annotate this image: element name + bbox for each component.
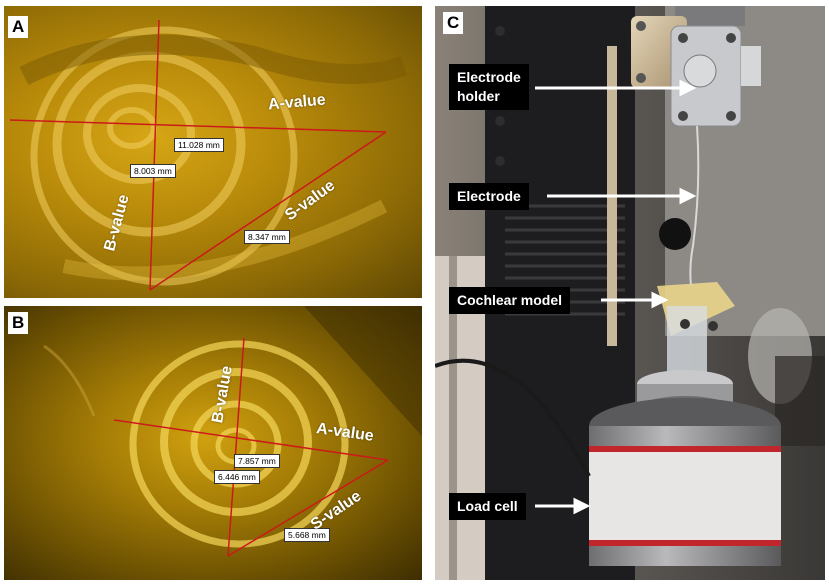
callout-load-cell: Load cell	[449, 493, 526, 520]
measurement-diagonal: 5.668 mm	[284, 528, 330, 542]
panel-a-photo: A 11.028 mm 8.003 mm 8.347 mm A-value B-…	[4, 6, 422, 298]
panel-b-letter: B	[8, 312, 29, 334]
callout-electrode-holder: Electrode holder	[449, 64, 529, 110]
measurement-vertical: 6.446 mm	[214, 470, 260, 484]
callout-cochlear-model: Cochlear model	[449, 287, 571, 314]
cochlear-top-view-b	[43, 306, 422, 557]
panel-c-photo: C Electrode holder Electrode Cochlear mo…	[435, 6, 825, 580]
measurement-vertical: 8.003 mm	[130, 164, 176, 178]
callout-electrode: Electrode	[449, 183, 529, 210]
panel-a-letter: A	[8, 16, 29, 38]
measurement-horizontal: 11.028 mm	[174, 138, 224, 152]
cochlear-top-view-a	[9, 19, 408, 291]
panel-c-letter: C	[443, 12, 464, 34]
measurement-horizontal: 7.857 mm	[234, 454, 280, 468]
panel-b-photo: B 7.857 mm 6.446 mm 5.668 mm A-value B-v…	[4, 306, 422, 580]
measurement-diagonal: 8.347 mm	[244, 230, 290, 244]
